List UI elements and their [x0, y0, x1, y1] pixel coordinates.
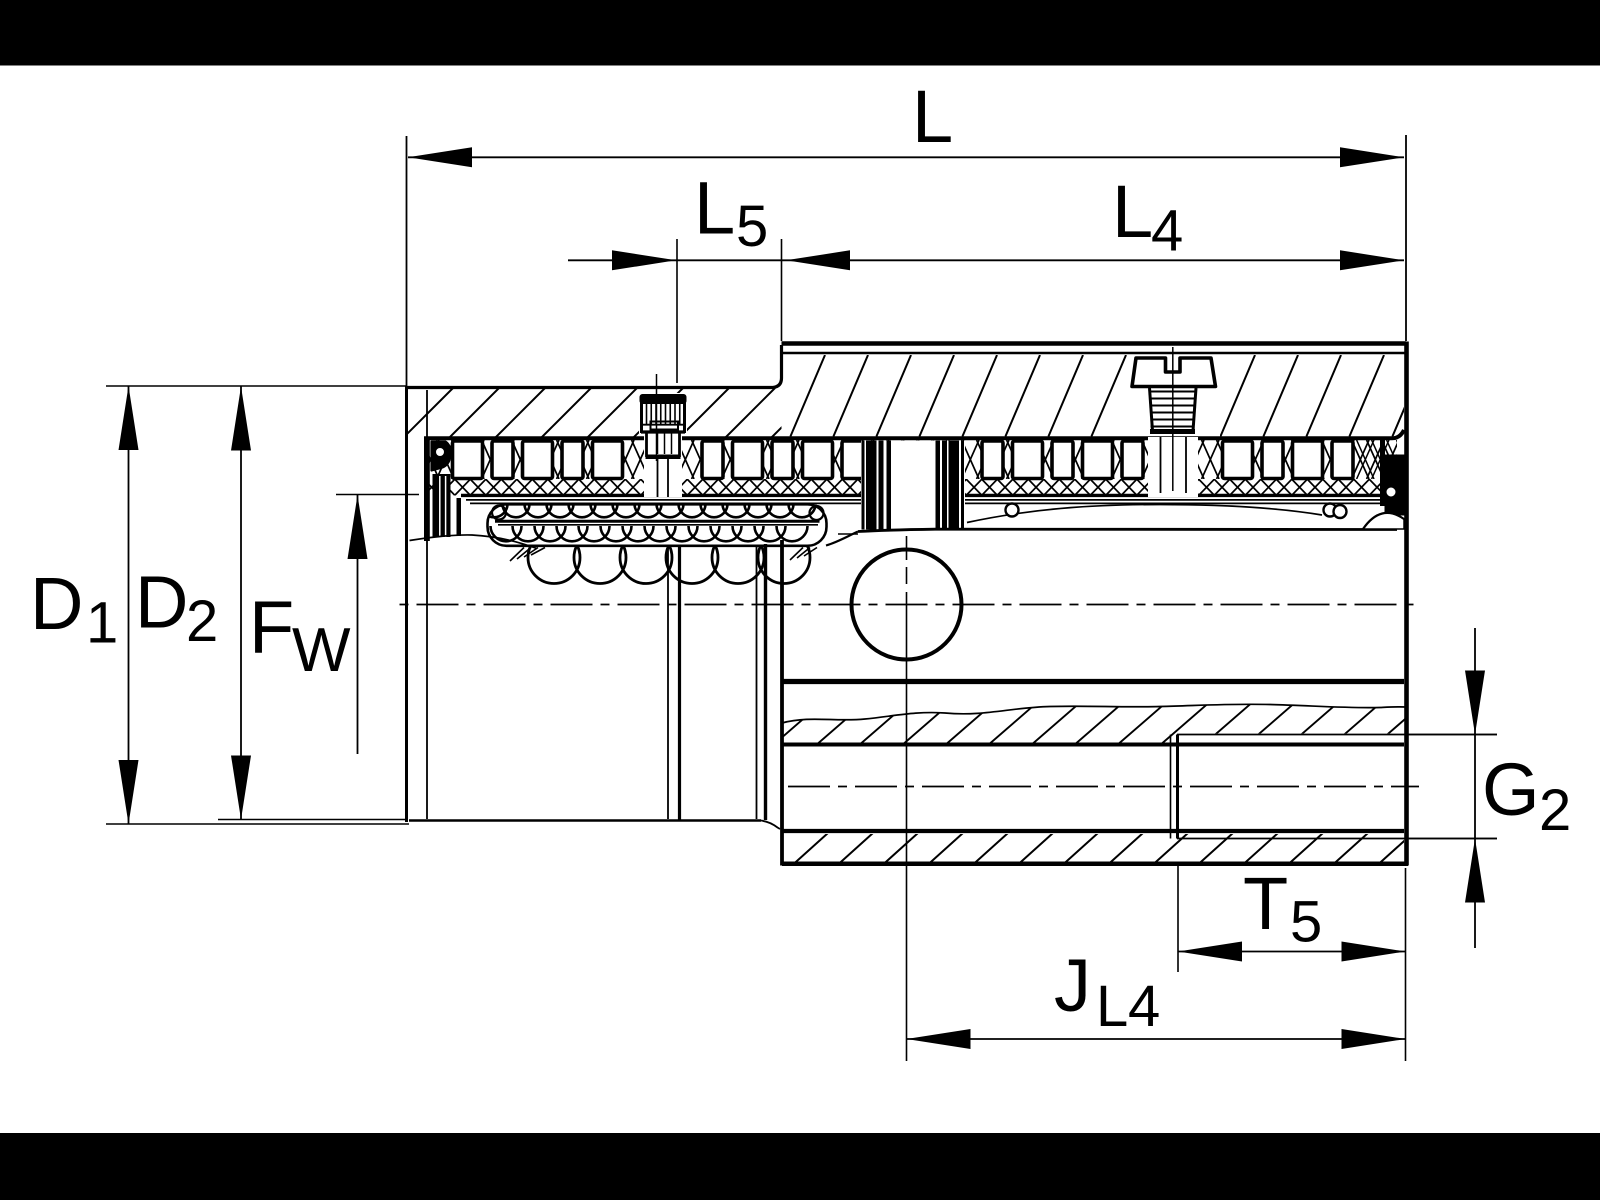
svg-text:L: L — [1096, 974, 1128, 1039]
svg-text:L: L — [1112, 170, 1153, 253]
svg-text:4: 4 — [1151, 199, 1183, 264]
svg-text:1: 1 — [86, 591, 118, 656]
svg-text:2: 2 — [186, 589, 218, 654]
svg-text:5: 5 — [736, 194, 768, 259]
svg-text:F: F — [249, 586, 294, 669]
svg-text:D: D — [135, 561, 188, 644]
svg-text:D: D — [30, 562, 83, 645]
svg-text:4: 4 — [1128, 974, 1160, 1039]
svg-text:2: 2 — [1539, 778, 1571, 843]
svg-text:T: T — [1243, 862, 1288, 945]
svg-text:L: L — [912, 75, 953, 158]
svg-text:5: 5 — [1290, 890, 1322, 955]
svg-text:W: W — [292, 616, 351, 685]
svg-text:G: G — [1482, 748, 1540, 831]
svg-text:L: L — [694, 167, 735, 250]
svg-text:J: J — [1054, 944, 1091, 1027]
